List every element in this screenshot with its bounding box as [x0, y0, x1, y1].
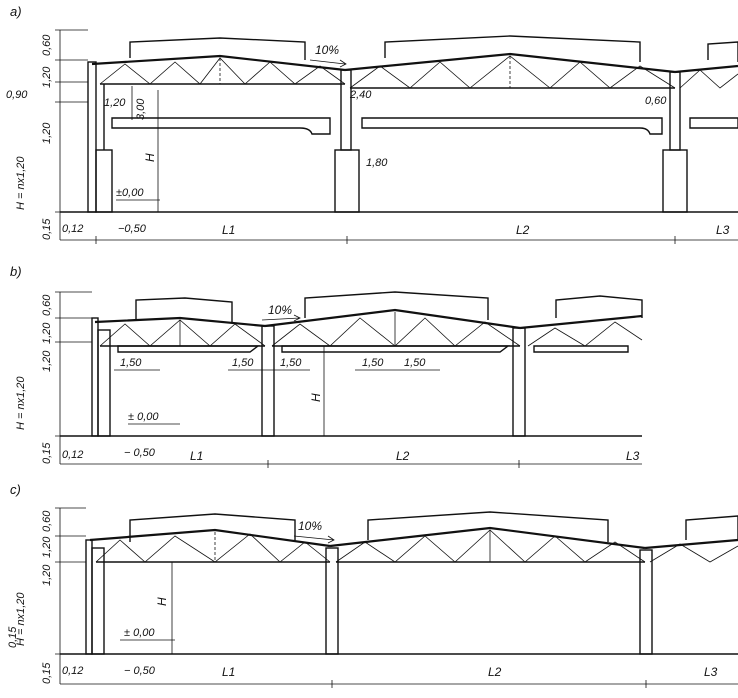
svg-text:10%: 10% [268, 303, 292, 317]
svg-text:1,20: 1,20 [41, 536, 53, 558]
svg-text:1,50: 1,50 [404, 357, 426, 369]
roof-truss [94, 308, 643, 347]
roof-monitor [129, 511, 738, 542]
svg-text:1,80: 1,80 [366, 157, 388, 169]
roof-monitor [135, 291, 643, 322]
svg-text:0,15: 0,15 [7, 626, 19, 648]
svg-text:H: H [309, 393, 323, 402]
svg-text:L3: L3 [704, 665, 718, 679]
svg-text:0,12: 0,12 [62, 449, 83, 461]
svg-text:L2: L2 [488, 665, 502, 679]
svg-text:L2: L2 [516, 223, 530, 237]
svg-text:H: H [143, 153, 157, 162]
roof-truss [89, 526, 738, 563]
svg-text:1,20: 1,20 [41, 66, 53, 88]
svg-text:L1: L1 [190, 449, 203, 463]
svg-text:−0,50: −0,50 [118, 223, 147, 235]
svg-text:0,60: 0,60 [41, 294, 53, 316]
svg-text:3,00: 3,00 [135, 98, 147, 120]
span-labels: L1 L2 L3 [95, 223, 730, 244]
dimension-labels: 1,20 3,00 2,40 1,80 0,60 0,12 −0,50 ±0,0… [62, 86, 667, 235]
svg-text:2,40: 2,40 [349, 89, 372, 101]
svg-text:1,50: 1,50 [120, 357, 142, 369]
svg-text:0,60: 0,60 [41, 34, 53, 56]
roof-monitor [129, 35, 738, 62]
svg-text:H = nx1,20: H = nx1,20 [15, 592, 27, 646]
panel-c-label: c) [10, 482, 21, 497]
svg-text:± 0,00: ± 0,00 [124, 627, 155, 639]
panel-a: a) 10% [6, 4, 738, 244]
slope-indicator: 10% [309, 43, 347, 68]
dimension-labels: 1,50 1,50 1,50 1,50 1,50 0,12 − 0,50 ± 0… [62, 346, 440, 461]
svg-text:L1: L1 [222, 665, 235, 679]
svg-text:1,50: 1,50 [232, 357, 254, 369]
svg-text:1,20: 1,20 [41, 122, 53, 144]
span-labels: L1 L2 L3 [222, 665, 718, 688]
svg-text:1,20: 1,20 [41, 322, 53, 344]
svg-text:0,12: 0,12 [62, 223, 83, 235]
roof-truss [91, 52, 738, 89]
slope-indicator: 10% [293, 519, 335, 544]
slope-label: 10% [315, 43, 339, 57]
dimension-labels: 0,12 − 0,50 ± 0,00 H [62, 562, 175, 677]
svg-text:L3: L3 [716, 223, 730, 237]
svg-text:1,50: 1,50 [280, 357, 302, 369]
crane-beam [117, 345, 629, 353]
svg-text:H: H [155, 597, 169, 606]
column [91, 317, 526, 437]
svg-text:0,60: 0,60 [41, 510, 53, 532]
crane-beam [111, 117, 738, 135]
svg-text:0,90: 0,90 [6, 89, 28, 101]
left-dimensions: 0,60 1,20 1,20 H = nx1,20 0,15 0,15 [7, 507, 86, 684]
svg-text:− 0,50: − 0,50 [124, 447, 156, 459]
svg-text:0,15: 0,15 [41, 662, 53, 684]
left-dimensions: 0,60 1,20 0,90 1,20 H = nx1,20 0,15 [6, 29, 88, 240]
panel-c: c) 10% [7, 482, 738, 688]
svg-text:10%: 10% [298, 519, 322, 533]
svg-text:±0,00: ±0,00 [116, 187, 144, 199]
svg-text:H = nx1,20: H = nx1,20 [15, 376, 27, 430]
svg-text:− 0,50: − 0,50 [124, 665, 156, 677]
svg-text:± 0,00: ± 0,00 [128, 411, 159, 423]
svg-text:L1: L1 [222, 223, 235, 237]
svg-text:1,20: 1,20 [104, 97, 126, 109]
left-dimensions: 0,60 1,20 1,20 H = nx1,20 0,15 [15, 291, 92, 464]
svg-text:0,12: 0,12 [62, 665, 83, 677]
svg-text:H = nx1,20: H = nx1,20 [15, 156, 27, 210]
panel-b: b) 10% [10, 264, 643, 468]
svg-text:1,20: 1,20 [41, 564, 53, 586]
span-labels: L1 L2 L3 [190, 449, 640, 468]
svg-text:1,20: 1,20 [41, 350, 53, 372]
panel-a-label: a) [10, 4, 22, 19]
column [85, 539, 653, 655]
svg-text:0,15: 0,15 [41, 218, 53, 240]
svg-text:0,15: 0,15 [41, 442, 53, 464]
column [87, 61, 688, 213]
panel-b-label: b) [10, 264, 22, 279]
slope-indicator: 10% [261, 303, 301, 322]
svg-text:1,50: 1,50 [362, 357, 384, 369]
svg-text:L2: L2 [396, 449, 410, 463]
svg-text:L3: L3 [626, 449, 640, 463]
svg-text:0,60: 0,60 [645, 95, 667, 107]
